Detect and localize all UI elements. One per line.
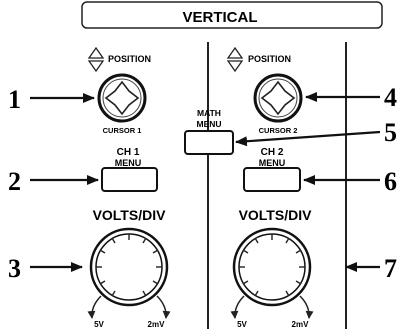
ch2-menu-label-line1: CH 2 <box>261 147 284 158</box>
callout-number-5: 5 <box>384 118 397 147</box>
ch2-volts-div-knob[interactable] <box>232 227 312 307</box>
volts-div-label: VOLTS/DIV <box>93 207 167 223</box>
range-arrow-right-icon <box>156 295 171 319</box>
ch2-menu-label-line2: MENU <box>259 158 286 168</box>
callout-number-7: 7 <box>384 254 397 283</box>
knob-grip-icon <box>104 80 140 116</box>
math-menu-label-line2: MENU <box>196 119 221 129</box>
range-arrow-left-icon <box>230 295 245 319</box>
range-max-label: 2mV <box>292 320 310 329</box>
position-icon <box>226 46 244 73</box>
position-label: POSITION <box>108 54 151 64</box>
range-arrow-right-icon <box>299 295 314 319</box>
range-min-label: 5V <box>94 320 104 329</box>
channel-2-controls: POSITION CURSOR 2 CH 2 MENU VOLTS/DIV <box>226 46 314 329</box>
range-max-label: 2mV <box>148 320 166 329</box>
vertical-header: VERTICAL <box>81 1 383 29</box>
knob-ridges <box>239 234 305 297</box>
math-menu-button[interactable] <box>184 130 234 155</box>
callout-number-1: 1 <box>8 85 21 114</box>
ch2-menu-button[interactable] <box>243 167 301 192</box>
header-frame <box>81 1 383 29</box>
knob-ridges <box>96 234 162 297</box>
cursor-label: CURSOR 2 <box>259 126 298 135</box>
callout-number-6: 6 <box>384 167 397 196</box>
header-title: VERTICAL <box>183 9 258 26</box>
knob-grip-icon <box>260 80 296 116</box>
position-icon <box>87 46 105 73</box>
callouts: 1 2 3 4 5 6 7 <box>8 83 397 283</box>
ch1-position-knob[interactable] <box>97 73 147 123</box>
range-arrow-left-icon <box>87 295 102 319</box>
callout-number-4: 4 <box>384 83 397 112</box>
ch1-volts-div-knob[interactable] <box>89 227 169 307</box>
callout-number-2: 2 <box>8 167 21 196</box>
range-min-label: 5V <box>237 320 247 329</box>
ch1-menu-label-line1: CH 1 <box>117 147 140 158</box>
channel-1-controls: POSITION CURSOR 1 CH 1 MENU VOLTS/DIV <box>87 46 171 329</box>
volts-div-label: VOLTS/DIV <box>239 207 313 223</box>
callout-arrow-5 <box>235 130 381 147</box>
callout-number-3: 3 <box>8 254 21 283</box>
cursor-label: CURSOR 1 <box>103 126 142 135</box>
ch1-menu-button[interactable] <box>101 167 158 192</box>
math-menu-label-line1: MATH <box>197 108 221 118</box>
math-menu-controls: MATH MENU <box>184 108 234 155</box>
position-label: POSITION <box>248 54 291 64</box>
ch1-menu-label-line2: MENU <box>115 158 142 168</box>
ch2-position-knob[interactable] <box>253 73 303 123</box>
